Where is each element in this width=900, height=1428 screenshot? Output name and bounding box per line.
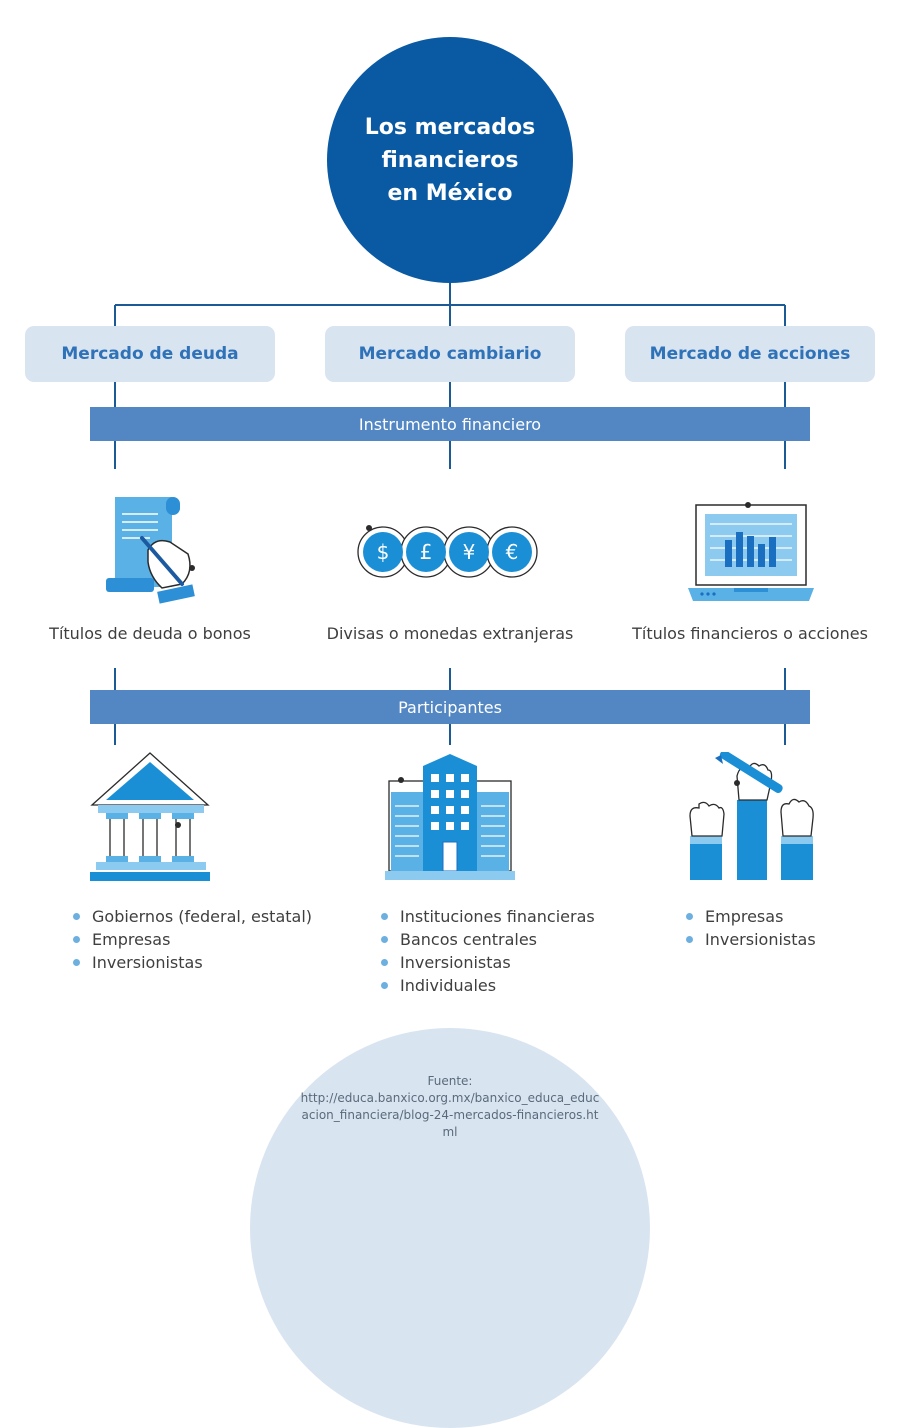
office-building-icon (385, 754, 515, 880)
pound-symbol: £ (420, 540, 433, 564)
source-label: Fuente: (427, 1074, 473, 1088)
list-item: Individuales (378, 974, 595, 997)
participants-list-debt: Gobiernos (federal, estatal) Empresas In… (70, 905, 312, 974)
debt-document-icon (106, 497, 195, 604)
instrument-label-debt: Títulos de deuda o bonos (49, 624, 251, 643)
list-item: Inversionistas (70, 951, 312, 974)
market-box-stocks: Mercado de acciones (625, 326, 875, 382)
list-item: Bancos centrales (378, 928, 595, 951)
instrument-band: Instrumento financiero (90, 407, 810, 441)
dollar-symbol: $ (377, 540, 390, 564)
source-note: Fuente: http://educa.banxico.org.mx/banx… (300, 1073, 600, 1141)
raised-hands-icon (689, 752, 814, 880)
list-item: Empresas (683, 905, 816, 928)
yen-symbol: ¥ (463, 540, 476, 564)
list-item: Empresas (70, 928, 312, 951)
list-item: Inversionistas (683, 928, 816, 951)
main-title-circle: Los mercados financieros en México (327, 37, 573, 283)
participants-band: Participantes (90, 690, 810, 724)
list-item: Instituciones financieras (378, 905, 595, 928)
euro-symbol: € (506, 540, 519, 564)
participants-list-exchange: Instituciones financieras Bancos central… (378, 905, 595, 997)
list-item: Gobiernos (federal, estatal) (70, 905, 312, 928)
source-url: http://educa.banxico.org.mx/banxico_educ… (300, 1091, 600, 1139)
market-box-debt: Mercado de deuda (25, 326, 275, 382)
list-item: Inversionistas (378, 951, 595, 974)
instrument-label-stocks: Títulos financieros o acciones (632, 624, 868, 643)
instrument-label-currency: Divisas o monedas extranjeras (326, 624, 574, 643)
government-building-icon (90, 752, 210, 881)
participants-list-stocks: Empresas Inversionistas (683, 905, 816, 951)
main-title: Los mercados financieros en México (364, 114, 536, 206)
stock-chart-laptop-icon (688, 502, 814, 601)
currency-coins-icon: $ £ ¥ € (357, 525, 538, 578)
market-box-exchange: Mercado cambiario (325, 326, 575, 382)
